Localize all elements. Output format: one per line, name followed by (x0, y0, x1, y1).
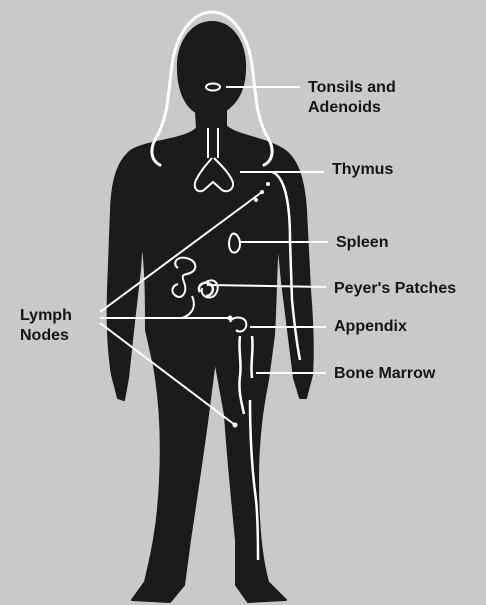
label-lymph-nodes: Lymph Nodes (18, 306, 74, 346)
label-spleen: Spleen (334, 233, 390, 253)
label-tonsils-and-adenoids: Tonsils and Adenoids (306, 78, 398, 118)
label-bone-marrow: Bone Marrow (332, 364, 437, 384)
label-thymus: Thymus (330, 160, 395, 180)
human-silhouette (108, 22, 313, 602)
label-peyers-patches: Peyer's Patches (332, 279, 458, 299)
label-appendix: Appendix (332, 317, 409, 337)
spleen-organ (229, 234, 240, 253)
